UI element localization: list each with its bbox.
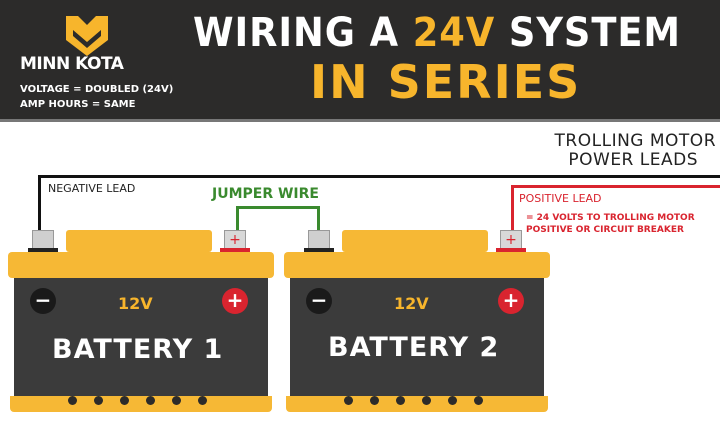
positive-lead-note: = 24 VOLTS TO TROLLING MOTOR POSITIVE OR… bbox=[526, 212, 695, 236]
positive-symbol: + bbox=[222, 288, 248, 314]
brand-name: MINN KOTA bbox=[20, 54, 124, 74]
negative-terminal-base bbox=[28, 248, 58, 252]
vent-dot bbox=[146, 396, 155, 405]
minn-kota-logo bbox=[66, 16, 108, 56]
title-prefix: WIRING A bbox=[193, 10, 399, 56]
positive-note-line-1: = 24 VOLTS TO TROLLING MOTOR bbox=[526, 213, 695, 223]
positive-terminal[interactable]: + bbox=[224, 230, 246, 250]
positive-terminal-base bbox=[496, 248, 526, 252]
vent-dot bbox=[396, 396, 405, 405]
voltage-note: VOLTAGE = DOUBLED (24V) bbox=[20, 84, 174, 95]
battery-bottom-band bbox=[10, 396, 272, 412]
positive-terminal[interactable]: + bbox=[500, 230, 522, 250]
battery-1: + − + 12V BATTERY 1 bbox=[8, 228, 274, 414]
vent-dot bbox=[370, 396, 379, 405]
negative-terminal-base bbox=[304, 248, 334, 252]
negative-symbol: − bbox=[306, 288, 332, 314]
battery-lid bbox=[342, 230, 488, 252]
trolling-motor-label: TROLLING MOTOR POWER LEADS bbox=[480, 132, 716, 170]
trolling-motor-line-1: TROLLING MOTOR bbox=[554, 131, 716, 151]
negative-lead-wire bbox=[38, 175, 720, 178]
title-highlight: 24V bbox=[412, 10, 496, 56]
battery-name: BATTERY 2 bbox=[328, 332, 500, 363]
battery-lid bbox=[66, 230, 212, 252]
vent-dot bbox=[474, 396, 483, 405]
positive-symbol: + bbox=[498, 288, 524, 314]
negative-lead-label: NEGATIVE LEAD bbox=[48, 182, 136, 195]
positive-lead-drop bbox=[511, 185, 514, 230]
vent-dot bbox=[422, 396, 431, 405]
negative-terminal[interactable] bbox=[32, 230, 54, 250]
battery-name: BATTERY 1 bbox=[52, 334, 224, 365]
negative-terminal[interactable] bbox=[308, 230, 330, 250]
vent-dot bbox=[120, 396, 129, 405]
header-banner: MINN KOTA VOLTAGE = DOUBLED (24V) AMP HO… bbox=[0, 0, 720, 122]
battery-2: + − + 12V BATTERY 2 bbox=[284, 228, 550, 414]
positive-lead-label: POSITIVE LEAD bbox=[519, 192, 602, 205]
jumper-wire bbox=[236, 206, 320, 232]
vent-dot bbox=[94, 396, 103, 405]
negative-symbol: − bbox=[30, 288, 56, 314]
title-line-2: IN SERIES bbox=[310, 55, 582, 109]
battery-top-band bbox=[284, 252, 550, 278]
negative-lead-drop bbox=[38, 175, 41, 230]
battery-voltage: 12V bbox=[394, 294, 429, 313]
title-suffix: SYSTEM bbox=[508, 10, 681, 56]
jumper-wire-label: JUMPER WIRE bbox=[212, 186, 319, 202]
battery-top-band bbox=[8, 252, 274, 278]
title-line-1: WIRING A 24V SYSTEM bbox=[193, 10, 681, 56]
battery-bottom-band bbox=[286, 396, 548, 412]
battery-voltage: 12V bbox=[118, 294, 153, 313]
positive-terminal-base bbox=[220, 248, 250, 252]
vent-dot bbox=[344, 396, 353, 405]
amp-hours-note: AMP HOURS = SAME bbox=[20, 99, 136, 110]
positive-lead-wire bbox=[511, 185, 720, 188]
vent-dot bbox=[448, 396, 457, 405]
vent-dot bbox=[198, 396, 207, 405]
vent-dot bbox=[172, 396, 181, 405]
positive-note-line-2: POSITIVE OR CIRCUIT BREAKER bbox=[526, 225, 684, 235]
trolling-motor-line-2: POWER LEADS bbox=[568, 150, 698, 170]
vent-dot bbox=[68, 396, 77, 405]
